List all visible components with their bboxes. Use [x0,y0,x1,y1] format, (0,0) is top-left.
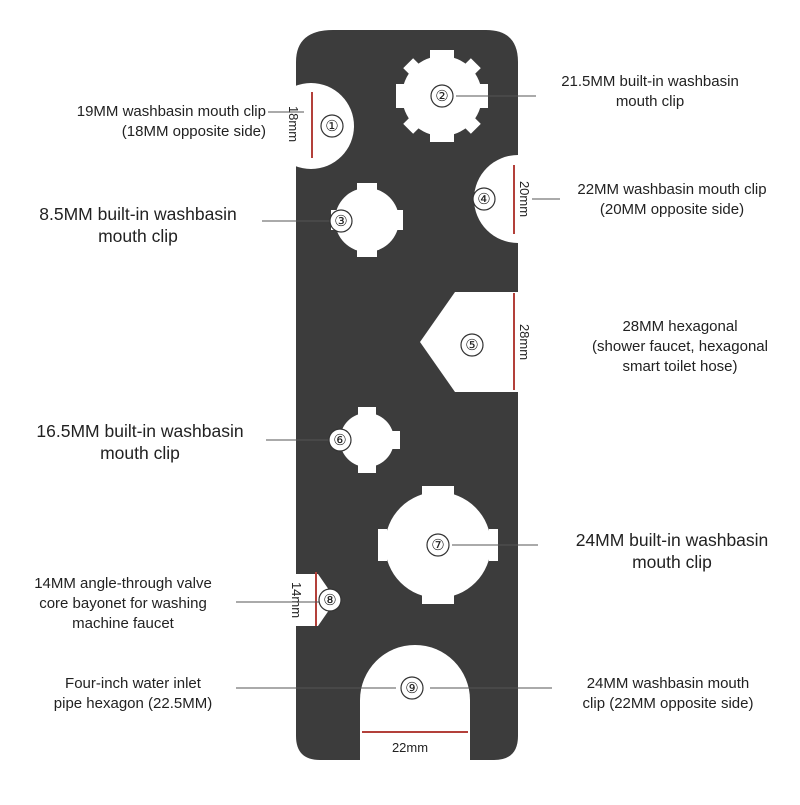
svg-text:8.5MM built-in washbasin: 8.5MM built-in washbasin [39,204,236,224]
label-1: 19MM washbasin mouth clip (18MM opposite… [77,103,266,140]
marker-3: ③ [329,209,353,233]
wrench-body [296,30,518,760]
svg-text:28MM hexagonal: 28MM hexagonal [622,318,737,335]
svg-text:16.5MM built-in washbasin: 16.5MM built-in washbasin [36,421,243,441]
svg-text:④: ④ [477,191,490,208]
label-7: 24MM built-in washbasin mouth clip [576,530,769,572]
svg-text:Four-inch water inlet: Four-inch water inlet [65,675,202,692]
svg-text:24MM washbasin mouth: 24MM washbasin mouth [587,675,750,692]
label-6: 16.5MM built-in washbasin mouth clip [36,421,243,463]
marker-9: ⑨ [400,676,424,700]
svg-text:19MM washbasin mouth clip: 19MM washbasin mouth clip [77,103,266,120]
label-4: 22MM washbasin mouth clip (20MM opposite… [577,181,766,218]
marker-8: ⑧ [318,588,342,612]
svg-text:⑦: ⑦ [431,537,444,554]
marker-6: ⑥ [328,428,352,452]
label-5: 28MM hexagonal (shower faucet, hexagonal… [592,318,768,375]
svg-text:(shower faucet, hexagonal: (shower faucet, hexagonal [592,338,768,355]
svg-text:21.5MM built-in washbasin: 21.5MM built-in washbasin [561,73,739,90]
label-9b: 24MM washbasin mouth clip (22MM opposite… [583,675,754,712]
svg-text:⑨: ⑨ [405,680,418,697]
dimension-text-1: 18mm [286,106,301,142]
svg-text:14MM angle-through valve: 14MM angle-through valve [34,575,212,592]
svg-text:(20MM opposite side): (20MM opposite side) [600,201,744,218]
svg-text:core bayonet for washing: core bayonet for washing [39,595,207,612]
label-2: 21.5MM built-in washbasin mouth clip [561,73,739,110]
svg-text:smart toilet hose): smart toilet hose) [622,358,737,375]
svg-text:24MM built-in washbasin: 24MM built-in washbasin [576,530,769,550]
marker-2: ② [430,84,454,108]
dimension-text-8: 14mm [289,582,304,618]
svg-text:②: ② [435,88,448,105]
svg-text:mouth clip: mouth clip [632,552,712,572]
svg-text:machine faucet: machine faucet [72,615,175,632]
svg-text:⑤: ⑤ [465,337,478,354]
svg-text:mouth clip: mouth clip [100,443,180,463]
svg-text:⑥: ⑥ [333,432,346,449]
label-8: 14MM angle-through valve core bayonet fo… [34,575,212,632]
marker-5: ⑤ [460,333,484,357]
svg-text:①: ① [325,118,338,135]
marker-1: ① [320,114,344,138]
marker-7: ⑦ [426,533,450,557]
svg-text:⑧: ⑧ [323,592,336,609]
dimension-text-5: 28mm [517,324,532,360]
label-9a: Four-inch water inlet pipe hexagon (22.5… [54,675,212,712]
svg-text:22MM washbasin mouth clip: 22MM washbasin mouth clip [577,181,766,198]
svg-text:pipe hexagon (22.5MM): pipe hexagon (22.5MM) [54,695,212,712]
svg-text:(18MM opposite side): (18MM opposite side) [122,123,266,140]
svg-text:mouth clip: mouth clip [98,226,178,246]
svg-text:mouth clip: mouth clip [616,93,684,110]
marker-4: ④ [472,187,496,211]
svg-text:clip (22MM opposite side): clip (22MM opposite side) [583,695,754,712]
dimension-text-9: 22mm [392,740,428,755]
svg-text:③: ③ [334,213,347,230]
dimension-text-4: 20mm [517,181,532,217]
label-3: 8.5MM built-in washbasin mouth clip [39,204,236,246]
